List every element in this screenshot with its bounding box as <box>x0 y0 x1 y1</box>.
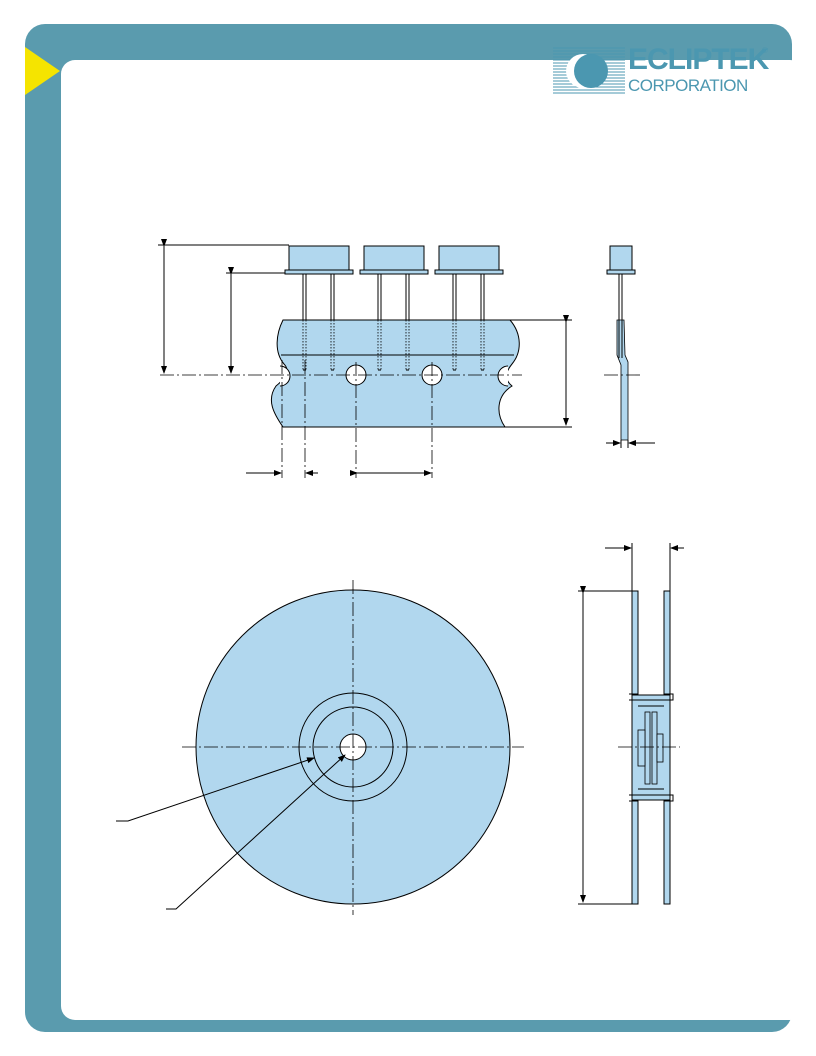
sprocket-hole-edge <box>497 365 509 387</box>
crystal-body-side <box>609 245 633 272</box>
sprocket-hole-edge <box>279 365 291 387</box>
tape-side-view <box>604 245 655 448</box>
registered-mark: ® <box>762 46 768 55</box>
logo-subtitle: CORPORATION <box>628 76 748 95</box>
page-frame <box>25 24 804 1032</box>
eclipse-logo-icon <box>553 47 625 94</box>
crystal-body <box>438 245 500 272</box>
crystal-leads <box>302 274 485 371</box>
reel-side-view <box>578 543 684 905</box>
tape-front-view <box>158 239 572 478</box>
logo-wordmark: ECLIPTEK <box>628 43 769 76</box>
reel-front-view <box>116 580 524 915</box>
ecliptek-logo: ECLIPTEK ® CORPORATION <box>553 43 771 96</box>
carrier-tape <box>270 319 520 428</box>
crystal-body <box>288 245 350 272</box>
crystal-body <box>363 245 425 272</box>
